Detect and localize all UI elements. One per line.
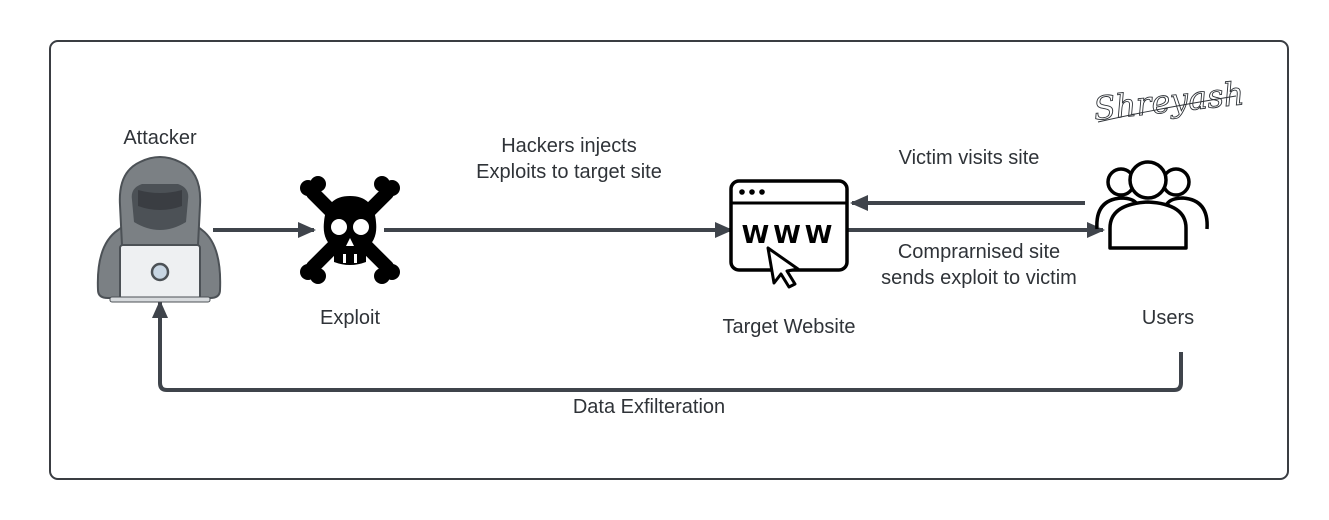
edge-label-data-exfiltration: Data Exfilteration — [573, 396, 725, 418]
edge-users-to-attacker — [152, 300, 1183, 392]
edge-label-injects-line-1: Hackers injects — [501, 135, 637, 157]
attacker-label: Attacker — [123, 127, 197, 149]
www-icon-text: WWW — [742, 220, 837, 249]
diagram-frame — [49, 40, 1289, 480]
users-label: Users — [1142, 307, 1194, 329]
www-browser-icon: WWW — [729, 179, 849, 289]
signature-text: Shreyash — [1092, 74, 1246, 128]
exploit-label: Exploit — [320, 307, 380, 329]
edge-label-injects-line-2: Exploits to target site — [476, 161, 662, 183]
target-website-label: Target Website — [722, 316, 855, 338]
skull-crossbones-icon — [300, 176, 400, 284]
edge-label-compromised-line-2: sends exploit to victim — [881, 267, 1077, 289]
users-group-icon — [1095, 160, 1209, 250]
edge-label-compromised-line-1: Comprarnised site — [898, 241, 1060, 263]
hooded-hacker-icon — [96, 156, 222, 303]
edge-label-victim-visits: Victim visits site — [899, 147, 1040, 169]
handwritten-signature: Shreyash — [1091, 74, 1246, 128]
